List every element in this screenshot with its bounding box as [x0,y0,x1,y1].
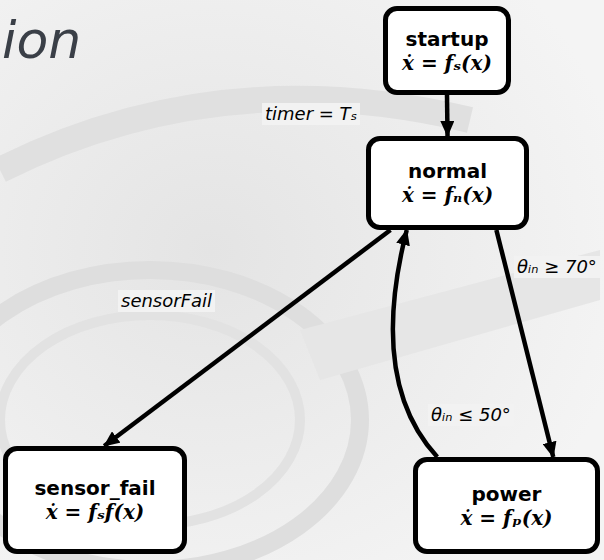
transition-guard: sensorFail [118,290,215,312]
state-equation: ẋ = fₚ(x) [460,506,552,530]
transition-arrow [445,95,450,136]
state-name: startup [406,27,489,51]
state-name: sensor_fail [34,476,155,500]
state-box: powerẋ = fₚ(x) [413,457,600,554]
state-name: normal [408,159,487,183]
transition-guard: timer = Tₛ [262,103,360,125]
state-equation: ẋ = fₛ(x) [402,51,492,75]
transition-guard: θᵢₙ ≥ 70° [514,256,600,278]
transition-guard: θᵢₙ ≤ 50° [428,404,514,426]
engine-ring [0,315,300,525]
state-box: startupẋ = fₛ(x) [383,6,511,95]
engine-ring [0,270,360,560]
state-name: power [472,482,542,506]
state-box: normalẋ = fₙ(x) [366,136,529,230]
transition-arrow [104,230,390,446]
state-equation: ẋ = fₙ(x) [402,183,493,207]
state-equation: ẋ = fₛf(x) [46,500,145,524]
engine-blade [300,250,600,380]
slide-title-fragment: ion [2,12,81,69]
state-box: sensor_failẋ = fₛf(x) [3,446,187,554]
